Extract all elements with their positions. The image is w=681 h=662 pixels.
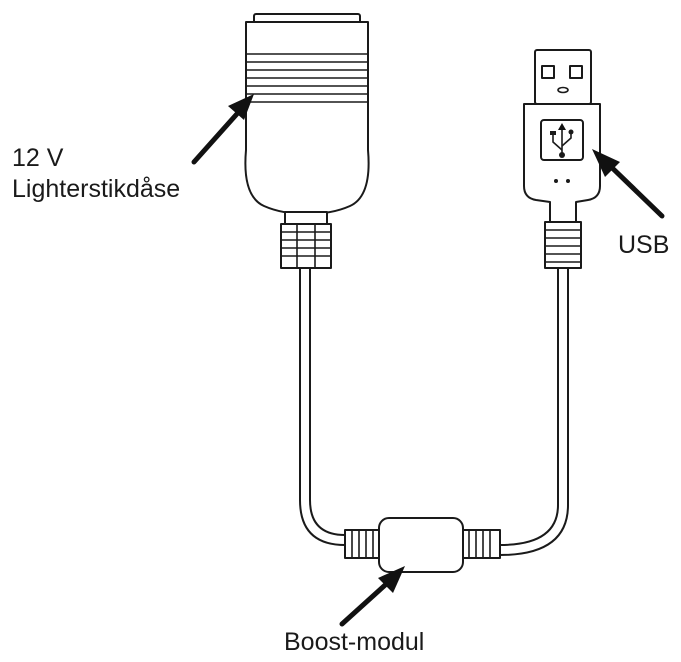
usb-pointer-arrow: [592, 149, 665, 219]
cable-wires: [299, 267, 569, 556]
usb-plug: [523, 49, 601, 269]
usb-strain-relief: [544, 221, 582, 269]
boost-left-ferrule: [344, 529, 380, 559]
socket-pointer-arrow: [191, 94, 254, 165]
usb-logo-icon: [550, 123, 574, 158]
socket-name-label: Lighterstikdåse: [12, 175, 181, 203]
socket-strain-relief: [280, 223, 332, 269]
boost-module: [344, 517, 501, 573]
boost-pointer-arrow: [339, 566, 405, 627]
pointer-arrows: [191, 94, 665, 627]
socket-voltage-label: 12 V: [12, 144, 64, 172]
boost-right-ferrule: [461, 529, 501, 559]
boost-module-label: Boost-modul: [284, 628, 425, 656]
usb-label: USB: [618, 231, 670, 259]
lighter-socket: [244, 13, 370, 269]
socket-ribs: [247, 53, 367, 103]
